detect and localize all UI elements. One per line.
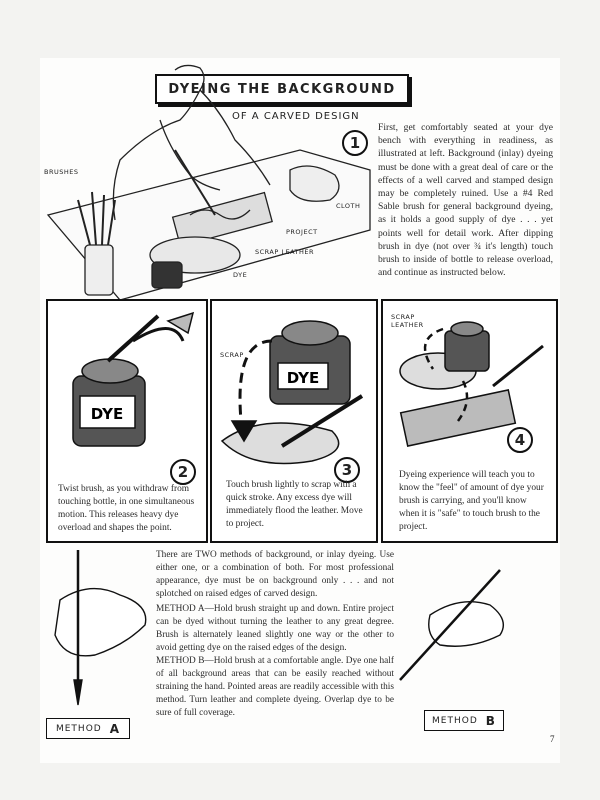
- step-number-1: 1: [342, 130, 368, 156]
- cloth-label: CLOTH: [336, 202, 361, 210]
- step-number-2: 2: [170, 459, 196, 485]
- page-title: DYEING THE BACKGROUND: [155, 74, 409, 104]
- page-number: 7: [550, 734, 555, 744]
- method-a-description: METHOD A—Hold brush straight up and down…: [156, 604, 394, 653]
- method-b-hand: [428, 600, 504, 647]
- page-subtitle: OF A CARVED DESIGN: [232, 111, 360, 122]
- method-label-text: METHOD: [432, 715, 478, 726]
- step3-caption: Touch brush lightly to scrap with a quic…: [226, 480, 363, 529]
- step1-instructions: First, get comfortably seated at your dy…: [378, 122, 553, 279]
- method-b-label: METHOD B: [424, 710, 504, 731]
- scrap-touch-illustration: DYE: [220, 320, 364, 465]
- project-dyeing-illustration: [399, 321, 544, 447]
- methods-text: There are TWO methods of background, or …: [156, 549, 394, 720]
- panel-step-2: DYE 2 Twist brush, as you withdraw from …: [46, 299, 208, 543]
- bottle-label: DYE: [287, 369, 319, 387]
- scrap-label: SCRAP: [220, 351, 244, 359]
- dye-label: DYE: [233, 271, 248, 279]
- twist-brush-illustration: DYE: [72, 311, 195, 447]
- methods-intro: There are TWO methods of background, or …: [156, 550, 394, 599]
- brushes-label: BRUSHES: [44, 168, 79, 176]
- method-b-description: METHOD B—Hold brush at a comfortable ang…: [156, 656, 394, 718]
- panel-step-4: SCRAP LEATHER 4 Dyeing experience will t…: [381, 299, 558, 543]
- step2-caption: Twist brush, as you withdraw from touchi…: [58, 484, 195, 533]
- method-label-text: METHOD: [55, 723, 102, 734]
- project-label: PROJECT: [286, 228, 318, 236]
- method-a-letter: A: [109, 721, 121, 736]
- method-b-brush: [399, 569, 501, 681]
- step-number-4: 4: [507, 427, 533, 453]
- scrap-leather-label: SCRAP LEATHER: [391, 313, 424, 329]
- method-b-letter: B: [485, 713, 496, 728]
- bottle-label: DYE: [91, 405, 123, 423]
- step4-caption: Dyeing experience will teach you to know…: [399, 470, 544, 532]
- scrap-leather-label: SCRAP LEATHER: [255, 248, 315, 256]
- method-a-label: METHOD A: [46, 718, 130, 739]
- step-number-3: 3: [334, 457, 360, 483]
- method-a-hand: [54, 587, 147, 657]
- panel-step-3: DYE SCRAP 3 Touch brush lightly to scrap…: [210, 299, 378, 543]
